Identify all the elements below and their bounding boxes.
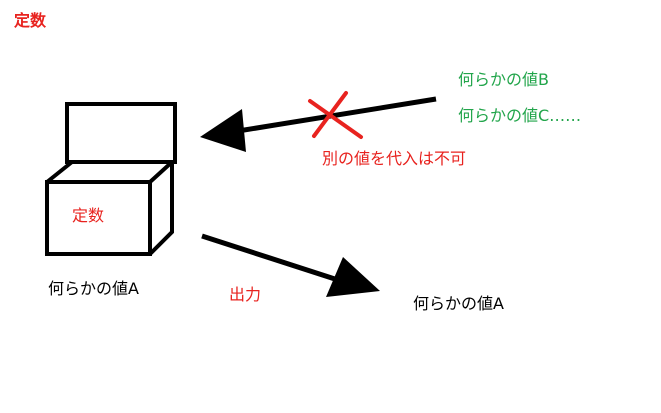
arrow-right-icon: [201, 233, 380, 297]
box-front: [45, 180, 152, 256]
box-side-face: [148, 162, 174, 256]
box-constant-label: 定数: [72, 206, 105, 225]
forbidden-assignment-label: 別の値を代入は不可: [322, 149, 467, 168]
arrow-left-head: [200, 109, 246, 152]
input-value-c: 何らかの値C……: [458, 106, 582, 125]
cross-stroke-2: [312, 91, 348, 138]
stored-value-a: 何らかの値A: [48, 279, 139, 298]
arrow-right-head: [326, 257, 380, 297]
arrow-left-shaft: [237, 96, 437, 134]
input-value-b: 何らかの値B: [458, 70, 549, 89]
diagram-title: 定数: [14, 11, 47, 30]
output-label: 出力: [229, 285, 262, 304]
cross-icon: [308, 91, 363, 139]
box-top-face: [45, 160, 178, 184]
arrow-left-icon: [200, 96, 437, 152]
box-icon: [45, 102, 178, 256]
output-value-a: 何らかの値A: [413, 294, 504, 313]
arrow-right-shaft: [201, 233, 339, 283]
box-lid: [65, 102, 177, 164]
cross-stroke-1: [308, 99, 363, 139]
